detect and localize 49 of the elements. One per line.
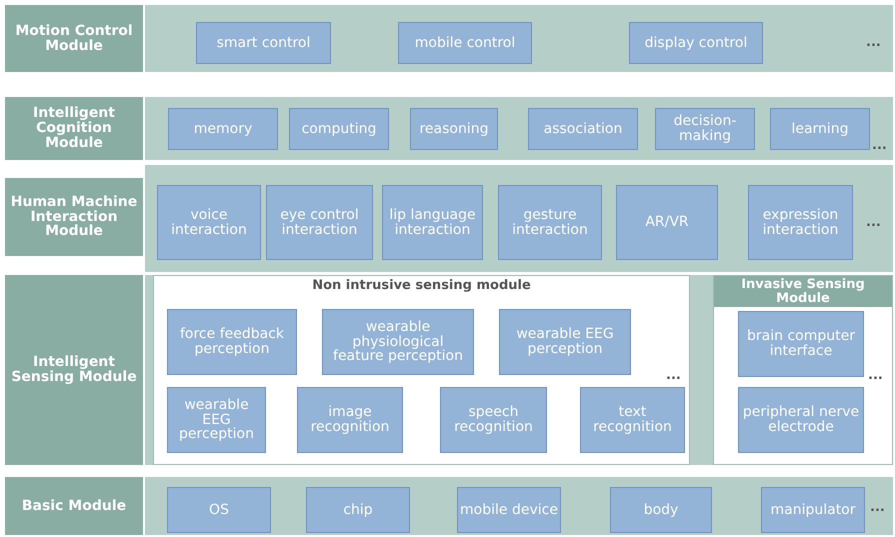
ellipsis-mark: ... <box>866 35 881 50</box>
module-label: Intelligent Sensing Module <box>5 275 143 465</box>
function-box: eye control interaction <box>266 185 373 260</box>
function-box: learning <box>770 108 870 150</box>
module-panel <box>145 477 893 535</box>
panel-heading: Non intrusive sensing module <box>311 279 532 293</box>
module-label: Human Machine Interaction Module <box>5 178 143 256</box>
sensing-panel <box>713 275 893 465</box>
function-box: image recognition <box>297 387 403 453</box>
function-box: voice interaction <box>157 185 261 260</box>
function-box: wearable physiological feature perception <box>322 309 474 375</box>
function-box: wearable EEG perception <box>499 309 631 375</box>
function-box: body <box>610 487 712 533</box>
module-label: Motion Control Module <box>5 5 143 72</box>
module-label: Basic Module <box>5 477 143 535</box>
panel-heading: Invasive Sensing Module <box>714 276 892 308</box>
module-panel <box>145 275 893 465</box>
module-label: Intelligent Cognition Module <box>5 97 143 160</box>
function-box: memory <box>168 108 278 150</box>
ellipsis-mark: ... <box>872 138 887 153</box>
function-box: AR/VR <box>616 185 718 260</box>
function-box: wearable EEG perception <box>167 387 266 453</box>
function-box: lip language interaction <box>382 185 483 260</box>
ellipsis-mark: ... <box>666 368 681 383</box>
function-box: OS <box>167 487 271 533</box>
module-panel <box>145 97 893 160</box>
ellipsis-mark: ... <box>866 215 881 230</box>
function-box: mobile control <box>398 22 532 64</box>
function-box: reasoning <box>410 108 498 150</box>
ellipsis-mark: ... <box>870 500 885 515</box>
module-panel <box>145 5 893 72</box>
function-box: text recognition <box>580 387 685 453</box>
function-box: peripheral nerve electrode <box>738 387 864 453</box>
ellipsis-mark: ... <box>868 368 883 383</box>
function-box: expression interaction <box>748 185 853 260</box>
function-box: smart control <box>196 22 331 64</box>
function-box: manipulator <box>761 487 865 533</box>
function-box: brain computer interface <box>738 311 864 377</box>
function-box: display control <box>629 22 763 64</box>
function-box: mobile device <box>457 487 561 533</box>
function-box: force feedback perception <box>167 309 297 375</box>
sensing-panel <box>153 275 690 465</box>
function-box: decision-making <box>655 108 755 150</box>
module-panel <box>145 165 893 272</box>
function-box: association <box>528 108 638 150</box>
function-box: speech recognition <box>440 387 547 453</box>
function-box: chip <box>306 487 410 533</box>
function-box: computing <box>289 108 389 150</box>
function-box: gesture interaction <box>498 185 602 260</box>
